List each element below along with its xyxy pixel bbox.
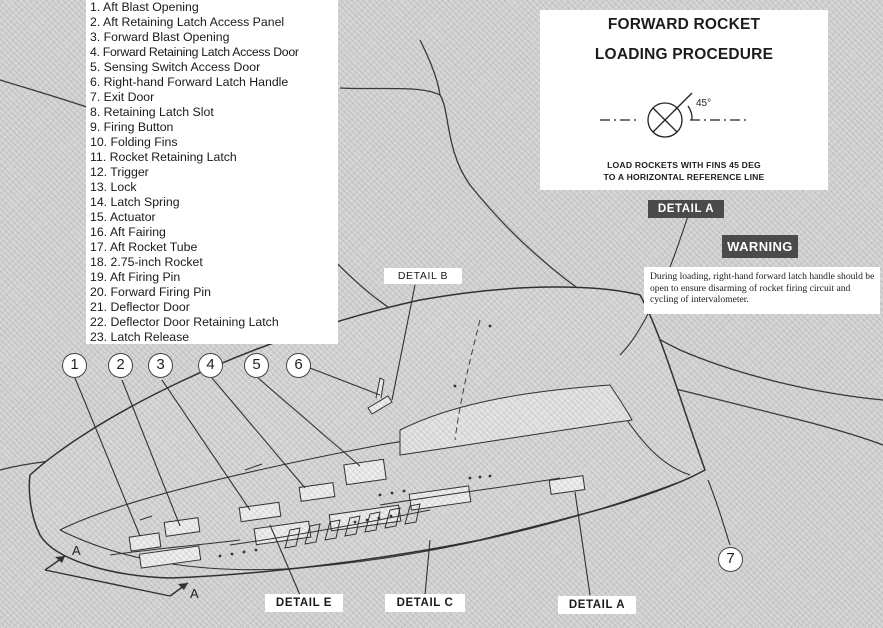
leader-callout-3 <box>161 379 251 511</box>
parts-list-item: 8. Retaining Latch Slot <box>90 105 214 119</box>
parts-list-item: 17. Aft Rocket Tube <box>90 240 198 254</box>
parts-list-item: 18. 2.75-inch Rocket <box>90 255 203 269</box>
parts-list-item: 1. Aft Blast Opening <box>90 0 199 14</box>
detail-c-label: DETAIL C <box>385 594 465 612</box>
parts-list-item: 10. Folding Fins <box>90 135 178 149</box>
parts-list-item: 5. Sensing Switch Access Door <box>90 60 261 74</box>
leader-detail-c <box>424 539 431 596</box>
fin-angle-diagram: 45° <box>600 92 750 138</box>
parts-list-item: 3. Forward Blast Opening <box>90 30 230 44</box>
leader-detail-e <box>269 524 301 596</box>
warning-text: During loading, right-hand forward latch… <box>644 267 880 314</box>
detail-e-label: DETAIL E <box>265 594 343 612</box>
parts-list: 1. Aft Blast Opening 2. Aft Retaining La… <box>86 0 338 344</box>
parts-list-item: 6. Right-hand Forward Latch Handle <box>90 75 289 89</box>
callout-2: 2 <box>108 353 133 378</box>
callout-4: 4 <box>198 353 223 378</box>
pod-access-region <box>399 384 633 456</box>
parts-list-item: 2. Aft Retaining Latch Access Panel <box>90 15 285 29</box>
callout-3: 3 <box>148 353 173 378</box>
leader-warning <box>619 309 651 356</box>
angle-label: 45° <box>696 98 711 109</box>
callout-6: 6 <box>286 353 311 378</box>
leader-callout-2 <box>121 379 181 527</box>
fuselage-contour-top <box>339 87 883 401</box>
parts-list-item: 15. Actuator <box>90 210 156 224</box>
leader-callout-1 <box>74 377 141 537</box>
callout-7: 7 <box>718 547 743 572</box>
parts-list-item: 11. Rocket Retaining Latch <box>90 150 237 164</box>
section-line <box>44 569 171 597</box>
fuselage-contour-canopy <box>419 39 441 96</box>
detail-b-label: DETAIL B <box>384 268 462 284</box>
procedure-title-line2: LOADING PROCEDURE <box>594 46 774 63</box>
parts-list-item: 21. Deflector Door <box>90 300 190 314</box>
pod-center-seam <box>454 319 481 441</box>
detail-a-top-label: DETAIL A <box>648 200 724 218</box>
parts-list-item: 14. Latch Spring <box>90 195 180 209</box>
warning-label: WARNING <box>722 235 798 258</box>
leader-callout-7 <box>707 479 731 546</box>
pod-bottom-band <box>59 477 691 571</box>
procedure-note-line1: LOAD ROCKETS WITH FINS 45 DEG <box>607 160 761 170</box>
parts-list-item: 9. Firing Button <box>90 120 174 134</box>
parts-list-item: 16. Aft Fairing <box>90 225 166 239</box>
parts-list-item: 23. Latch Release <box>90 330 190 344</box>
procedure-note-line2: TO A HORIZONTAL REFERENCE LINE <box>603 172 765 182</box>
callout-5: 5 <box>244 353 269 378</box>
loading-procedure-panel: FORWARD ROCKET LOADING PROCEDURE 45° LOA… <box>540 10 828 190</box>
parts-list-item: 12. Trigger <box>90 165 149 179</box>
callout-1: 1 <box>62 353 87 378</box>
section-mark-a-left: A <box>72 543 81 558</box>
detail-a-bottom-label: DETAIL A <box>558 596 636 614</box>
procedure-title-line1: FORWARD ROCKET <box>607 16 761 33</box>
parts-list-item: 22. Deflector Door Retaining Latch <box>90 315 279 329</box>
leader-callout-5 <box>257 377 361 467</box>
leader-callout-4 <box>211 377 306 489</box>
parts-list-item: 7. Exit Door <box>90 90 155 104</box>
leader-detail-b <box>391 284 416 401</box>
latch-handle-icon <box>367 377 393 415</box>
parts-list-item: 19. Aft Firing Pin <box>90 270 181 284</box>
parts-list-item: 4. Forward Retaining Latch Access Door <box>90 45 299 59</box>
parts-list-item: 13. Lock <box>90 180 137 194</box>
leader-detail-a <box>574 491 591 596</box>
leader-callout-6 <box>309 367 381 396</box>
parts-list-item: 20. Forward Firing Pin <box>90 285 211 299</box>
section-mark-a-right: A <box>190 586 199 601</box>
